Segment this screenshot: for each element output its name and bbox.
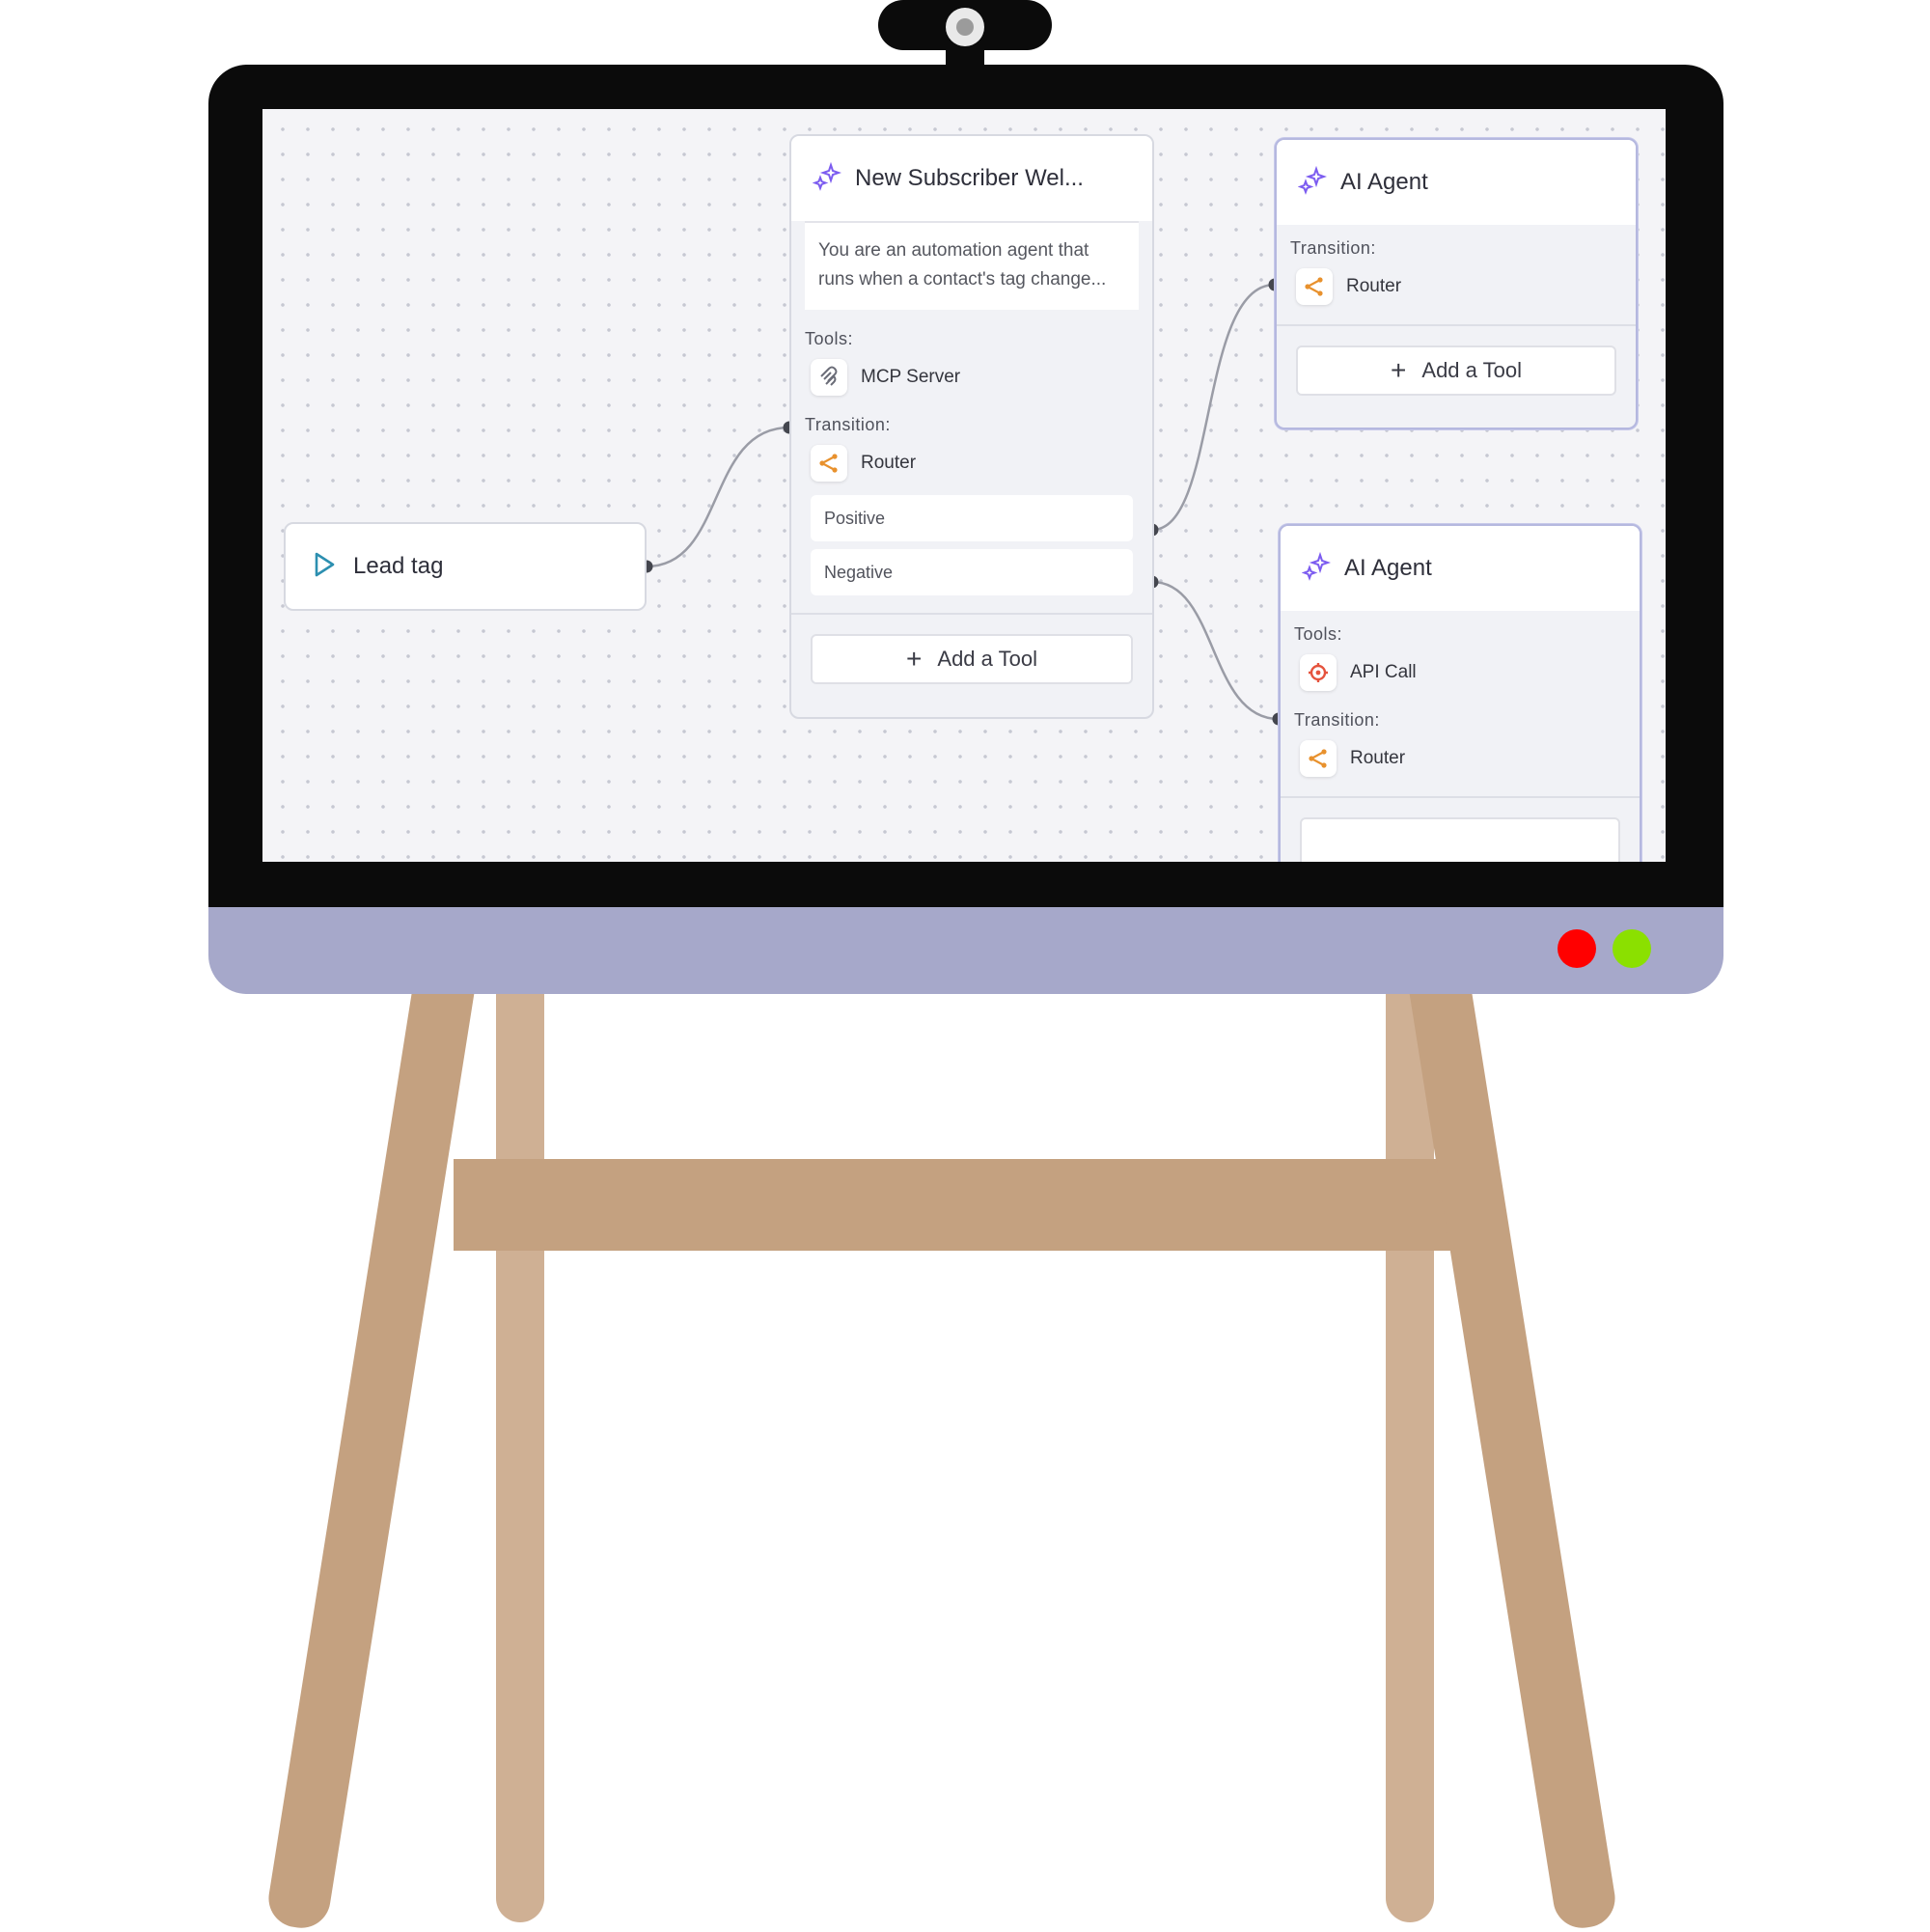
transition-label: Transition: <box>805 415 891 434</box>
transition-router-label: Router <box>1350 748 1406 768</box>
play-outline-icon <box>313 551 336 583</box>
transition-router-label: Router <box>1346 276 1402 296</box>
transition-router[interactable]: Router <box>1277 268 1636 305</box>
green-status-led <box>1613 929 1651 968</box>
node-header: AI Agent <box>1277 140 1636 225</box>
node-header: New Subscriber Wel... <box>791 136 1152 221</box>
edge-positive-to-agent2 <box>1151 283 1276 532</box>
tool-label: MCP Server <box>861 367 961 387</box>
api-call-icon <box>1300 654 1337 691</box>
agent-node-ai-agent-2[interactable]: AI Agent Tools: API Call Transition: Rou… <box>1279 524 1641 862</box>
description-line-2: runs when a contact's tag change... <box>818 269 1107 290</box>
webcam-mount <box>946 46 984 68</box>
transition-router-label: Router <box>861 453 917 473</box>
mcp-server-icon <box>811 359 847 396</box>
router-icon <box>1296 268 1333 305</box>
node-header: AI Agent <box>1281 526 1640 611</box>
transition-label: Transition: <box>1294 710 1380 730</box>
trigger-label: Lead tag <box>353 553 444 579</box>
easel-crossbar <box>454 1159 1476 1251</box>
transition-label: Transition: <box>1290 238 1376 258</box>
display-chin <box>208 907 1723 994</box>
easel-back-right-leg <box>1386 946 1434 1922</box>
sparkle-icon <box>1301 551 1332 586</box>
node-divider <box>1281 796 1640 798</box>
add-tool-button[interactable]: + Add a Tool <box>811 634 1133 684</box>
workflow-canvas[interactable]: Lead tag New Subscriber Wel... You are a… <box>262 109 1666 862</box>
tools-label: Tools: <box>1294 624 1343 644</box>
sparkle-icon <box>812 161 842 196</box>
tools-label: Tools: <box>805 329 854 348</box>
tool-api-call[interactable]: API Call <box>1281 654 1640 691</box>
agent-node-new-subscriber[interactable]: New Subscriber Wel... You are an automat… <box>789 134 1154 719</box>
edge-trigger-to-agent <box>646 426 790 568</box>
node-divider <box>791 613 1152 615</box>
webcam-lens-icon <box>946 8 984 46</box>
node-title[interactable]: New Subscriber Wel... <box>855 165 1084 191</box>
plus-icon: + <box>1391 355 1407 385</box>
branch-negative[interactable]: Negative <box>811 549 1133 595</box>
easel-front-left-leg <box>264 921 484 1932</box>
plus-icon: + <box>906 644 923 674</box>
router-icon <box>1300 740 1337 777</box>
easel-back-left-leg <box>496 946 544 1922</box>
router-icon <box>811 445 847 482</box>
trigger-node-lead-tag[interactable]: Lead tag <box>284 522 647 611</box>
node-divider <box>1277 324 1636 326</box>
transition-router[interactable]: Router <box>791 445 1152 482</box>
tool-label: API Call <box>1350 662 1417 682</box>
edge-negative-to-agent3 <box>1151 580 1280 721</box>
sparkle-icon <box>1297 165 1328 200</box>
agent-node-ai-agent-1[interactable]: AI Agent Transition: Router + Add a Tool <box>1275 138 1638 429</box>
add-tool-button[interactable]: + Add a Tool <box>1296 345 1616 396</box>
tool-mcp-server[interactable]: MCP Server <box>791 359 1152 396</box>
add-tool-label: Add a Tool <box>1421 358 1522 382</box>
red-status-led <box>1558 929 1596 968</box>
node-title[interactable]: AI Agent <box>1340 169 1428 195</box>
branch-positive[interactable]: Positive <box>811 495 1133 541</box>
node-description[interactable]: You are an automation agent that runs wh… <box>805 221 1139 310</box>
description-line-1: You are an automation agent that <box>818 240 1089 261</box>
node-title[interactable]: AI Agent <box>1344 555 1432 581</box>
add-tool-label: Add a Tool <box>937 647 1037 671</box>
add-tool-button-cropped[interactable] <box>1300 817 1620 862</box>
transition-router[interactable]: Router <box>1281 740 1640 777</box>
